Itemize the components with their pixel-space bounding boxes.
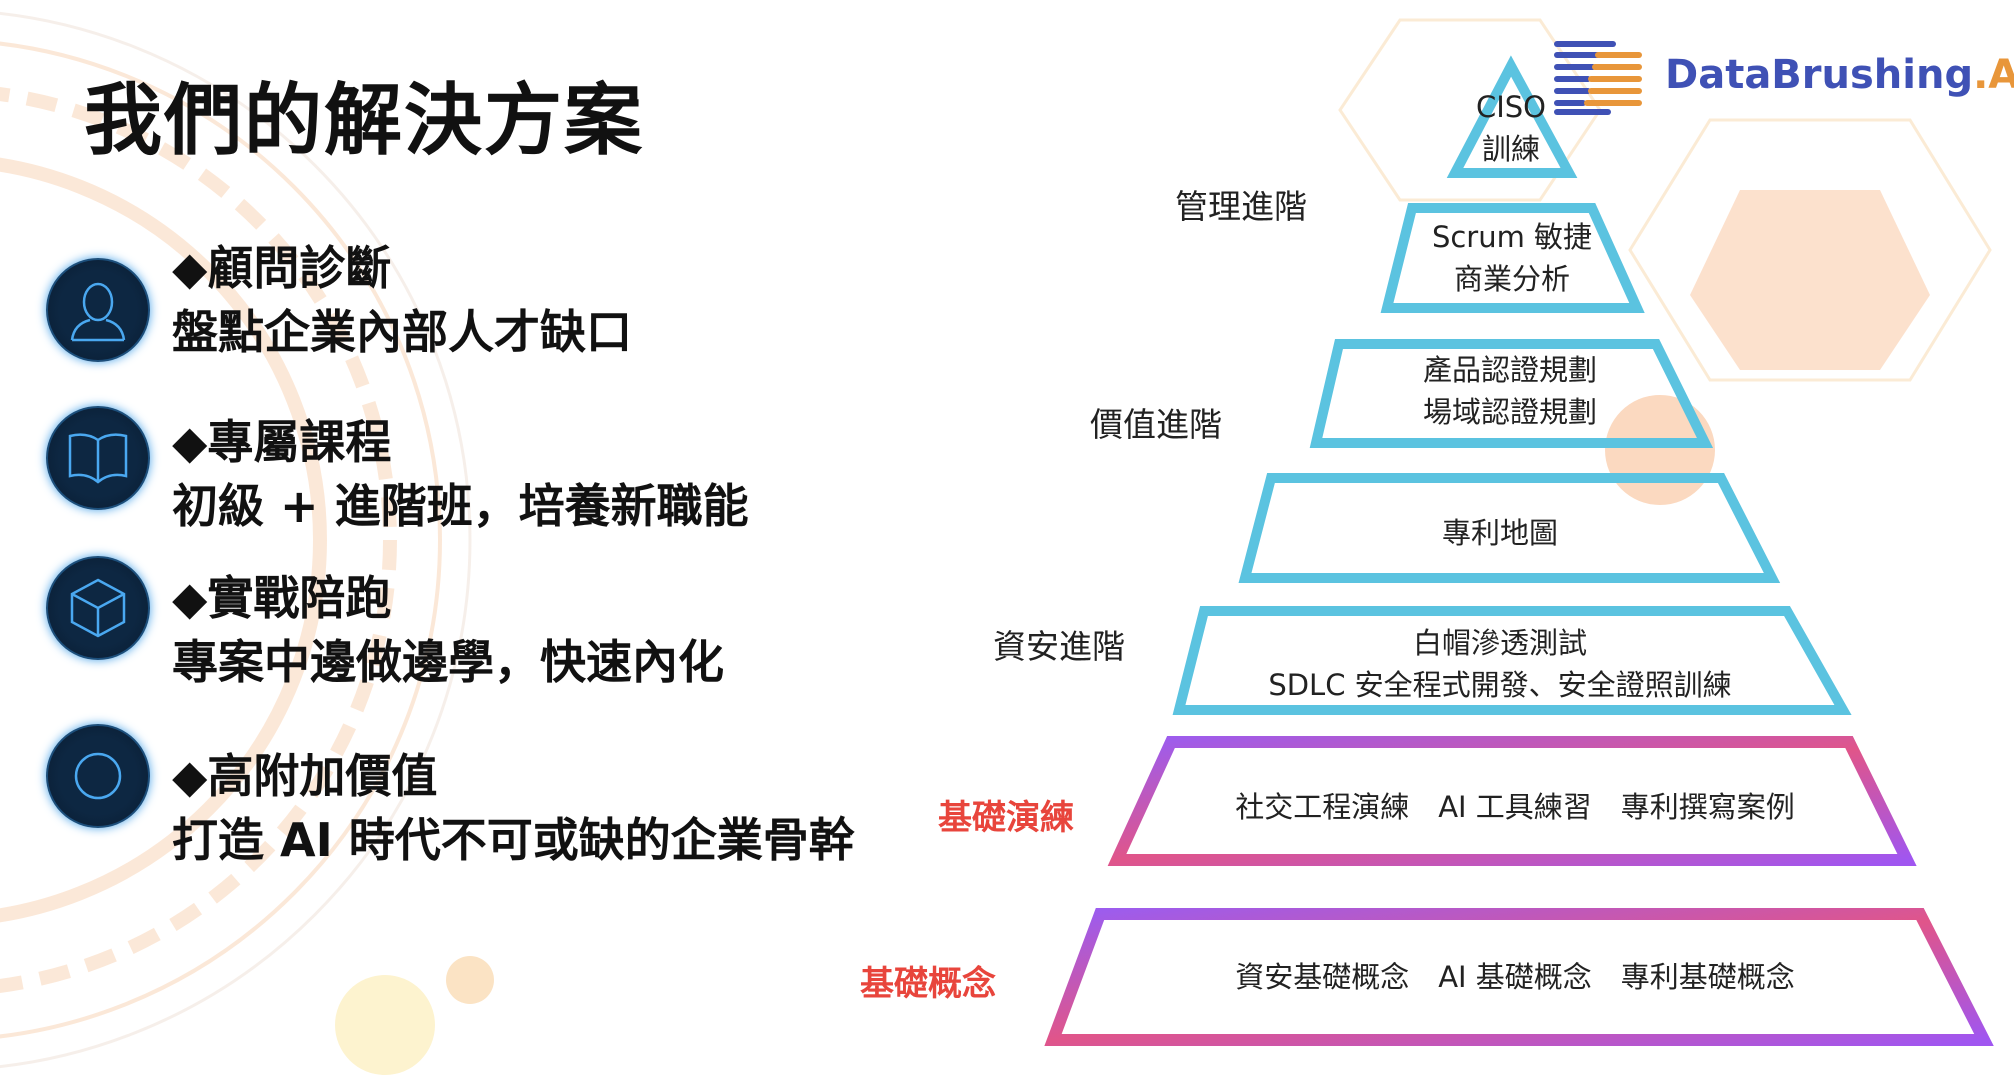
solution-heading: ◆實戰陪跑 <box>172 571 392 625</box>
book-icon <box>46 406 150 510</box>
side-label-value: 價值進階 <box>1090 405 1222 444</box>
solution-text: 打造 AI 時代不可或缺的企業骨幹 <box>172 813 855 867</box>
logo-icon <box>1553 40 1643 119</box>
solution-text: 盤點企業內部人才缺口 <box>172 305 632 359</box>
pyramid-tier-certification: 產品認證規劃場域認證規劃 <box>1422 353 1597 429</box>
pyramid-shapes <box>1172 55 1852 715</box>
cube-icon <box>46 556 150 660</box>
side-label-security: 資安進階 <box>993 627 1125 666</box>
side-label-basics: 基礎概念 <box>860 964 996 1004</box>
solution-text: 專案中邊做邊學，快速內化 <box>172 635 724 689</box>
page-title: 我們的解決方案 <box>84 76 645 166</box>
logo-wordmark: DataBrushing.AI <box>1665 52 2014 98</box>
person-icon <box>46 258 150 362</box>
solution-heading: ◆專屬課程 <box>172 415 392 469</box>
side-label-practice: 基礎演練 <box>938 798 1074 838</box>
circle-icon <box>46 724 150 828</box>
pyramid-tier-patent-map: 專利地圖 <box>1441 516 1558 550</box>
solution-heading: ◆高附加價值 <box>172 749 438 803</box>
pyramid-tier-practice: 社交工程演練 AI 工具練習 專利撰寫案例 <box>1235 790 1795 824</box>
solution-text: 初級 + 進階班，培養新職能 <box>172 479 749 533</box>
pyramid-tier-scrum: Scrum 敏捷商業分析 <box>1431 220 1593 296</box>
side-label-management: 管理進階 <box>1175 187 1307 226</box>
pyramid-tier-basics: 資安基礎概念 AI 基礎概念 專利基礎概念 <box>1235 960 1795 994</box>
solution-heading: ◆顧問診斷 <box>172 241 392 295</box>
